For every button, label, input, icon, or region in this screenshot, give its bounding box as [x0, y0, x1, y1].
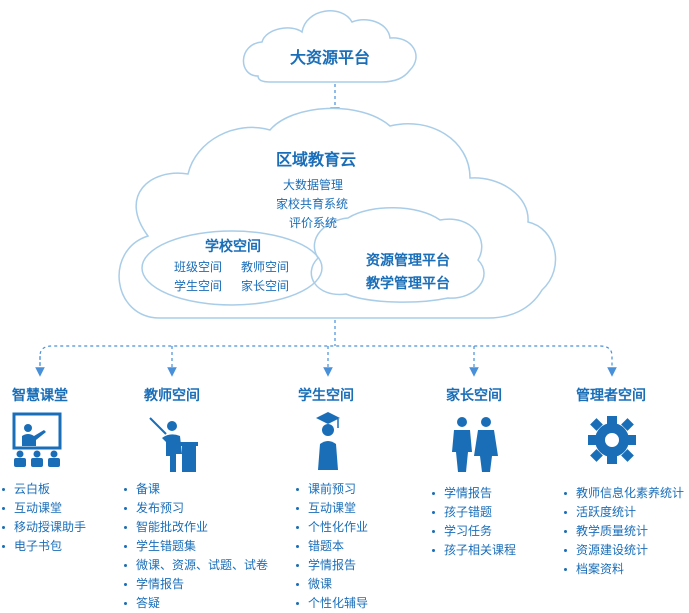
list-item: 互动课堂	[2, 499, 86, 518]
list-item: 资源建设统计	[564, 541, 684, 560]
section-title-student-space: 学生空间	[298, 388, 354, 404]
list-item: 课前预习	[296, 480, 368, 499]
list-item: 学情报告	[124, 575, 268, 594]
list-item: 档案资料	[564, 560, 684, 579]
list-item: 孩子错题	[432, 503, 516, 522]
section-title-smart-classroom: 智慧课堂	[12, 388, 68, 404]
region-item-2: 家校共育系统	[276, 197, 349, 211]
graduate-icon	[316, 412, 340, 470]
school-cell-teacher: 教师空间	[241, 260, 290, 274]
list-item: 微课	[296, 575, 368, 594]
list-item: 微课、资源、试题、试卷	[124, 556, 268, 575]
section-list-smart-classroom: 云白板 互动课堂 移动授课助手 电子书包	[2, 480, 86, 556]
list-item: 互动课堂	[296, 499, 368, 518]
school-cell-class: 班级空间	[174, 260, 223, 274]
list-item: 个性化作业	[296, 518, 368, 537]
list-item: 学生错题集	[124, 537, 268, 556]
list-item: 教学质量统计	[564, 522, 684, 541]
list-item: 个性化辅导	[296, 594, 368, 613]
school-space-ellipse	[141, 230, 323, 306]
list-item: 答疑	[124, 594, 268, 613]
section-title-manager-space: 管理者空间	[576, 388, 646, 404]
region-item-3: 评价系统	[289, 216, 338, 230]
platforms-cloud-shape	[310, 207, 485, 303]
list-item: 活跃度统计	[564, 503, 684, 522]
school-cell-student: 学生空间	[174, 279, 223, 293]
list-item: 云白板	[2, 480, 86, 499]
list-item: 教师信息化素养统计	[564, 484, 684, 503]
section-list-teacher-space: 备课 发布预习 智能批改作业 学生错题集 微课、资源、试题、试卷 学情报告 答疑	[124, 480, 268, 613]
region-cloud-title: 区域教育云	[276, 150, 357, 169]
list-item: 移动授课助手	[2, 518, 86, 537]
school-cell-parent: 家长空间	[241, 279, 290, 293]
list-item: 学习任务	[432, 522, 516, 541]
platform-resource: 资源管理平台	[366, 253, 450, 269]
list-item: 错题本	[296, 537, 368, 556]
region-item-1: 大数据管理	[283, 178, 344, 192]
list-item: 学情报告	[432, 484, 516, 503]
list-item: 发布预习	[124, 499, 268, 518]
section-list-manager-space: 教师信息化素养统计 活跃度统计 教学质量统计 资源建设统计 档案资料	[564, 484, 684, 579]
connector-bus	[39, 345, 617, 377]
list-item: 孩子相关课程	[432, 541, 516, 560]
top-cloud-title: 大资源平台	[290, 48, 371, 67]
section-title-parent-space: 家长空间	[446, 388, 502, 404]
list-item: 备课	[124, 480, 268, 499]
section-list-student-space: 课前预习 互动课堂 个性化作业 错题本 学情报告 微课 个性化辅导	[296, 480, 368, 613]
platform-teaching: 教学管理平台	[366, 276, 450, 292]
classroom-icon	[12, 412, 62, 467]
list-item: 电子书包	[2, 537, 86, 556]
list-item: 学情报告	[296, 556, 368, 575]
list-item: 智能批改作业	[124, 518, 268, 537]
gear-icon	[588, 416, 636, 464]
top-cloud-shape	[242, 10, 417, 83]
teacher-icon	[149, 417, 198, 472]
section-list-parent-space: 学情报告 孩子错题 学习任务 孩子相关课程	[432, 484, 516, 560]
section-title-teacher-space: 教师空间	[144, 388, 200, 404]
region-cloud-shape	[118, 107, 557, 319]
parents-icon	[452, 417, 498, 472]
school-space-title: 学校空间	[205, 239, 261, 255]
